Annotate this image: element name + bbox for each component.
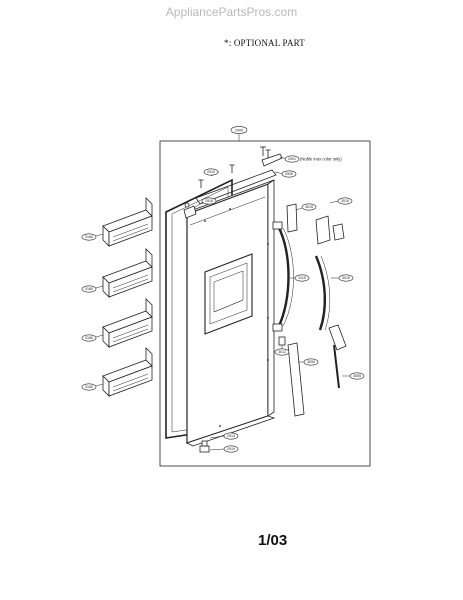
door-bin-basket (102, 298, 153, 348)
bottom-hinge-part (199, 440, 210, 453)
callout-top-hinge: 2915 (205, 199, 213, 203)
callout-top-cap: 2901 (288, 157, 296, 161)
door-bin-basket (102, 347, 153, 397)
callout-basket-2: 3160 (85, 287, 93, 291)
callout-handle: 3110 (298, 276, 306, 280)
callout-handle-cap-right: 3010 (341, 199, 349, 203)
callout-basket-3: 3160 (85, 336, 93, 340)
callout-gasket: 2910 (207, 170, 215, 174)
noble-inox-annotation: (Noble inox color only) (300, 157, 342, 162)
decorative-handle-part (314, 215, 331, 331)
door-bin-basket (102, 197, 153, 247)
top-trim-part (195, 169, 277, 205)
callout-handle-bracket: 3012 (278, 350, 286, 354)
callout-basket-4: 3150 (85, 385, 93, 389)
diagram-frame (159, 140, 371, 467)
door-handle-part (272, 221, 294, 332)
page-number: 1/03 (258, 532, 288, 549)
ice-water-dispenser-recess (204, 253, 253, 335)
handle-lower-part (287, 342, 305, 417)
callout-top-trim: 2905 (285, 172, 293, 176)
callout-basket-1: 3160 (85, 235, 93, 239)
screw-icon (198, 146, 271, 188)
callout-bottom-hinge: 2913 (227, 434, 235, 438)
callout-hinge-pin: 2919 (227, 447, 235, 451)
watermark: AppliancePartsPros.com (165, 5, 298, 19)
callout-handle-lower: 3050 (307, 360, 315, 364)
callout-bubble (230, 126, 248, 134)
door-bin-basket (102, 248, 153, 298)
optional-part-note: *: OPTIONAL PART (224, 38, 306, 48)
callout-handle-cap-top: 3015 (305, 205, 313, 209)
handle-cap-top-part (286, 203, 298, 233)
top-hinge-part (183, 202, 197, 219)
clip-part (332, 223, 345, 241)
door-fastener-dots (204, 208, 269, 427)
handle-trim-part (328, 324, 347, 389)
callout-handle-deco: 3015 (342, 276, 350, 280)
callout-handle-trim: 3055 (353, 374, 361, 378)
callout-door-assembly: 2900 (235, 128, 243, 132)
top-cap-part (261, 153, 283, 167)
handle-bracket-part (278, 336, 286, 346)
